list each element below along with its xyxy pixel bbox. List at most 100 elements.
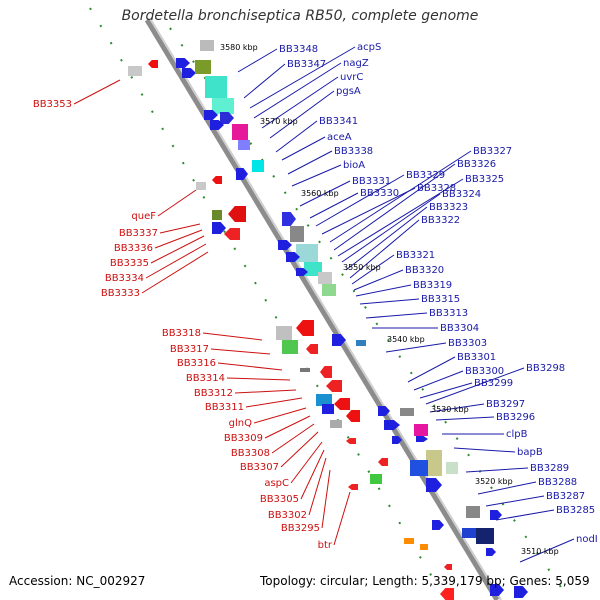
gene-label-forward[interactable]: BB3330 <box>360 188 399 199</box>
gene-label-forward[interactable]: bapB <box>517 447 543 458</box>
gene-feature <box>296 244 318 262</box>
gene-label-reverse[interactable]: BB3336 <box>114 243 153 254</box>
gene-label-forward[interactable]: BB3347 <box>287 59 326 70</box>
gene-label-forward[interactable]: acpS <box>357 42 381 53</box>
gene-label-forward[interactable]: BB3328 <box>417 183 456 194</box>
leader-line <box>299 180 351 207</box>
gene-label-reverse[interactable]: BB3305 <box>260 494 299 505</box>
leader-line <box>264 415 311 439</box>
gene-label-forward[interactable]: BB3338 <box>334 146 373 157</box>
genome-summary-text: Topology: circular; Length: 5,339,179 bp… <box>260 574 590 588</box>
gene-label-reverse[interactable]: glnQ <box>229 418 252 429</box>
gene-label-forward[interactable]: aceA <box>327 132 352 143</box>
gene-label-reverse[interactable]: BB3317 <box>170 344 209 355</box>
gene-label-reverse[interactable]: BB3335 <box>110 258 149 269</box>
gene-feature <box>432 520 444 530</box>
gene-label-reverse[interactable]: BB3308 <box>231 448 270 459</box>
gene-label-forward[interactable]: BB3297 <box>486 399 525 410</box>
gene-feature <box>176 58 190 68</box>
gene-label-forward[interactable]: BB3287 <box>546 491 585 502</box>
gene-feature <box>196 182 206 190</box>
gene-label-reverse[interactable]: aspC <box>264 478 289 489</box>
gene-label-reverse[interactable]: queF <box>131 211 156 222</box>
gene-feature <box>282 340 298 354</box>
gene-feature <box>232 124 248 140</box>
gene-feature <box>446 462 458 474</box>
leader-line <box>154 229 203 249</box>
gene-feature <box>212 210 222 220</box>
gene-label-reverse[interactable]: BB3318 <box>162 328 201 339</box>
gene-label-forward[interactable]: BB3327 <box>473 146 512 157</box>
gene-label-forward[interactable]: BB3331 <box>352 176 391 187</box>
gene-label-forward[interactable]: BB3341 <box>319 116 358 127</box>
gene-label-forward[interactable]: bioA <box>343 160 365 171</box>
gene-feature <box>306 344 318 354</box>
leader-line <box>253 407 307 424</box>
leader-line <box>453 447 516 453</box>
gene-label-forward[interactable]: BB3324 <box>442 189 481 200</box>
gene-feature <box>400 408 414 416</box>
gene-feature <box>490 584 504 596</box>
gene-label-reverse[interactable]: BB3311 <box>205 402 244 413</box>
gene-label-forward[interactable]: BB3323 <box>429 202 468 213</box>
gene-label-forward[interactable]: BB3326 <box>457 159 496 170</box>
gene-label-reverse[interactable]: BB3314 <box>186 373 225 384</box>
gene-label-forward[interactable]: BB3304 <box>440 323 479 334</box>
gene-feature <box>276 326 292 340</box>
gene-feature <box>514 586 528 598</box>
gene-label-reverse[interactable]: BB3353 <box>33 99 72 110</box>
gene-label-forward[interactable]: nodI <box>576 534 598 545</box>
gene-label-forward[interactable]: BB3299 <box>474 378 513 389</box>
gene-label-forward[interactable]: BB3320 <box>405 265 444 276</box>
leader-line <box>495 509 555 521</box>
leader-line <box>519 538 575 563</box>
gene-feature <box>426 450 442 476</box>
gene-label-forward[interactable]: BB3285 <box>556 505 595 516</box>
gene-label-reverse[interactable]: BB3302 <box>268 510 307 521</box>
leader-line <box>73 79 121 105</box>
gene-label-forward[interactable]: BB3321 <box>396 250 435 261</box>
gene-label-forward[interactable]: BB3325 <box>465 174 504 185</box>
gene-label-forward[interactable]: BB3348 <box>279 44 318 55</box>
gene-label-forward[interactable]: pgsA <box>336 86 361 97</box>
gene-label-forward[interactable]: BB3313 <box>429 308 468 319</box>
gene-label-forward[interactable]: BB3296 <box>496 412 535 423</box>
gene-feature <box>195 60 211 74</box>
gene-label-forward[interactable]: nagZ <box>343 58 369 69</box>
leader-line <box>271 423 315 454</box>
gene-label-forward[interactable]: BB3319 <box>413 280 452 291</box>
gene-label-forward[interactable]: BB3288 <box>538 477 577 488</box>
gene-feature <box>404 538 414 544</box>
gene-feature <box>228 206 246 222</box>
leader-line <box>477 481 537 495</box>
scale-tick-label: 3520 kbp <box>475 477 513 486</box>
leader-line <box>329 150 472 243</box>
leader-line <box>429 403 485 413</box>
gene-label-forward[interactable]: BB3315 <box>421 294 460 305</box>
gene-label-reverse[interactable]: BB3309 <box>224 433 263 444</box>
gene-label-reverse[interactable]: BB3316 <box>177 358 216 369</box>
gene-label-forward[interactable]: BB3301 <box>457 352 496 363</box>
gene-label-reverse[interactable]: BB3295 <box>281 523 320 534</box>
gene-label-forward[interactable]: uvrC <box>340 72 363 83</box>
gene-label-reverse[interactable]: BB3307 <box>240 462 279 473</box>
gene-label-forward[interactable]: BB3289 <box>530 463 569 474</box>
leader-line <box>243 63 286 99</box>
gene-label-reverse[interactable]: BB3337 <box>119 228 158 239</box>
gene-label-forward[interactable]: clpB <box>506 429 528 440</box>
gene-label-forward[interactable]: BB3329 <box>406 170 445 181</box>
gene-label-forward[interactable]: BB3303 <box>448 338 487 349</box>
gene-label-reverse[interactable]: btr <box>318 540 333 551</box>
gene-label-reverse[interactable]: BB3334 <box>105 273 144 284</box>
gene-feature <box>204 110 218 120</box>
tick-track-inner <box>169 27 571 600</box>
gene-feature <box>316 394 332 406</box>
gene-label-forward[interactable]: BB3298 <box>526 363 565 374</box>
gene-label-forward[interactable]: BB3300 <box>465 366 504 377</box>
map-title: Bordetella bronchiseptica RB50, complete… <box>121 8 479 24</box>
gene-label-forward[interactable]: BB3322 <box>421 215 460 226</box>
gene-label-reverse[interactable]: BB3333 <box>101 288 140 299</box>
gene-label-reverse[interactable]: BB3312 <box>194 388 233 399</box>
